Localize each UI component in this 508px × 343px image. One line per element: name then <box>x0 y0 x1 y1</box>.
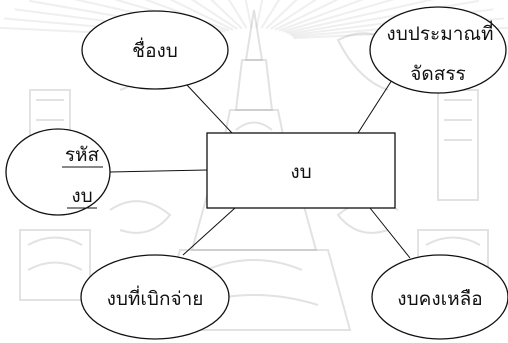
attribute-allocated-label-line1: งบประมาณที่ <box>386 20 493 45</box>
attribute-spent-label: งบที่เบิกจ่าย <box>107 285 204 310</box>
attribute-code-label-line2: งบ <box>71 185 92 207</box>
link-code-to-entity <box>110 170 207 172</box>
attribute-code-label-line1: รหัส <box>65 144 100 166</box>
attribute-code-ellipse <box>6 129 110 215</box>
link-spent-to-entity <box>183 208 235 255</box>
link-name-to-entity <box>187 85 232 133</box>
link-remaining-to-entity <box>370 208 410 258</box>
entity-label: งบ <box>290 161 311 183</box>
attribute-name-label: ชื่องบ <box>132 37 178 62</box>
attribute-remaining-label: งบคงเหลือ <box>397 288 482 310</box>
attribute-allocated-label-line2: จัดสรร <box>410 63 465 85</box>
link-allocated-to-entity <box>358 80 392 133</box>
